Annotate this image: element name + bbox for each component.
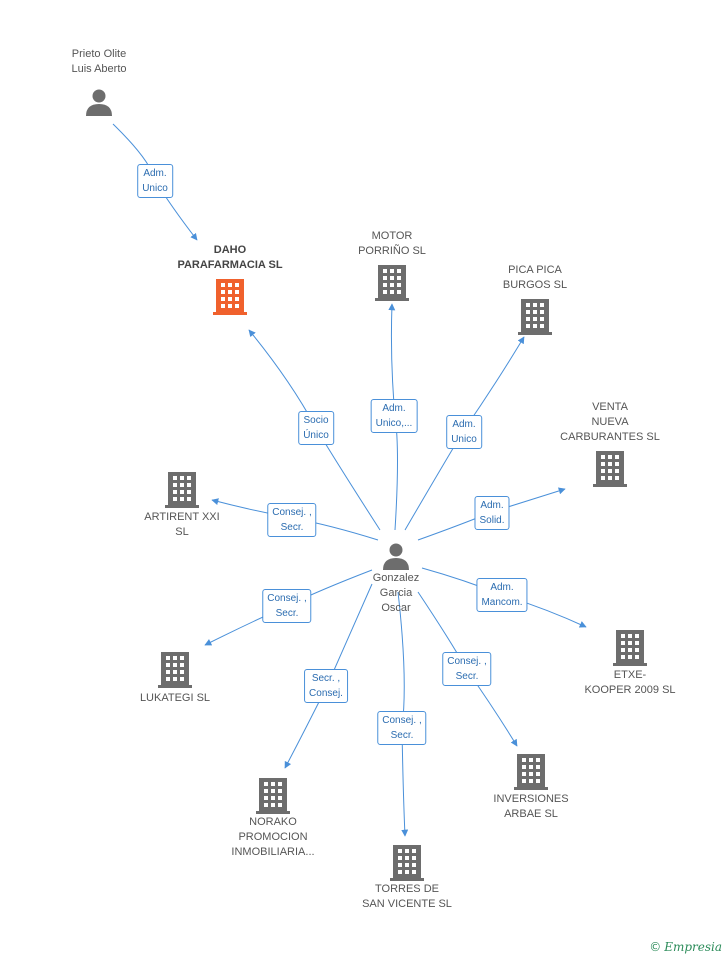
company-node-venta[interactable]: VENTA NUEVA CARBURANTES SL <box>555 400 665 487</box>
node-label-norako: NORAKO PROMOCION INMOBILIARIA... <box>231 816 315 858</box>
company-node-norako[interactable]: NORAKO PROMOCION INMOBILIARIA... <box>218 776 328 860</box>
node-label-pica: PICA PICA BURGOS SL <box>502 264 568 291</box>
role-label-prieto-daho[interactable]: Adm. Unico <box>137 164 173 198</box>
building-icon <box>593 451 627 487</box>
node-label-venta: VENTA NUEVA CARBURANTES SL <box>560 401 660 443</box>
node-label-motor: MOTOR PORRIÑO SL <box>358 230 426 257</box>
node-label-daho: DAHO PARAFARMACIA SL <box>177 244 283 271</box>
company-node-artirent[interactable]: ARTIRENT XXI SL <box>137 470 227 540</box>
building-icon <box>256 778 290 814</box>
company-node-motor[interactable]: MOTOR PORRIÑO SL <box>347 229 437 301</box>
brand-name: Empresia <box>664 940 722 954</box>
brand-logo[interactable]: ©Empresia <box>649 940 722 954</box>
person-node-gonzalez[interactable]: Gonzalez Garcia Oscar <box>351 541 441 616</box>
company-node-daho[interactable]: DAHO PARAFARMACIA SL <box>165 243 295 315</box>
company-node-etxe[interactable]: ETXE- KOOPER 2009 SL <box>575 628 685 698</box>
role-label-motor[interactable]: Adm. Unico,... <box>370 399 418 433</box>
node-label-lukategi: LUKATEGI SL <box>139 692 211 704</box>
role-label-venta[interactable]: Adm. Solid. <box>474 496 510 530</box>
company-node-pica[interactable]: PICA PICA BURGOS SL <box>490 263 580 335</box>
building-icon <box>158 652 192 688</box>
person-icon <box>86 89 112 116</box>
role-label-inversiones[interactable]: Consej. , Secr. <box>442 652 492 686</box>
company-node-torres[interactable]: TORRES DE SAN VICENTE SL <box>352 843 462 912</box>
role-label-artirent[interactable]: Consej. , Secr. <box>267 503 317 537</box>
copyright-symbol: © <box>649 940 662 954</box>
node-label-prieto: Prieto Olite Luis Aberto <box>71 48 127 75</box>
company-node-lukategi[interactable]: LUKATEGI SL <box>125 650 225 706</box>
building-icon <box>213 279 247 315</box>
person-icon <box>383 543 409 570</box>
node-label-gonzalez: Gonzalez Garcia Oscar <box>372 572 420 614</box>
building-icon <box>165 472 199 508</box>
building-icon <box>518 299 552 335</box>
node-label-artirent: ARTIRENT XXI SL <box>144 511 220 538</box>
building-icon <box>514 754 548 790</box>
role-label-norako[interactable]: Secr. , Consej. <box>304 669 348 703</box>
node-label-etxe: ETXE- KOOPER 2009 SL <box>584 669 676 696</box>
building-icon <box>375 265 409 301</box>
node-label-inversiones: INVERSIONES ARBAE SL <box>493 793 569 820</box>
role-label-lukategi[interactable]: Consej. , Secr. <box>262 589 312 623</box>
role-label-socio-unico[interactable]: Socio Único <box>298 411 334 445</box>
role-label-torres[interactable]: Consej. , Secr. <box>377 711 427 745</box>
node-label-torres: TORRES DE SAN VICENTE SL <box>362 883 452 910</box>
person-node-prieto[interactable]: Prieto Olite Luis Aberto <box>54 47 144 117</box>
building-icon <box>613 630 647 666</box>
building-icon <box>390 845 424 881</box>
role-label-etxe[interactable]: Adm. Mancom. <box>476 578 528 612</box>
company-node-inversiones[interactable]: INVERSIONES ARBAE SL <box>476 752 586 822</box>
role-label-pica[interactable]: Adm. Unico <box>446 415 482 449</box>
